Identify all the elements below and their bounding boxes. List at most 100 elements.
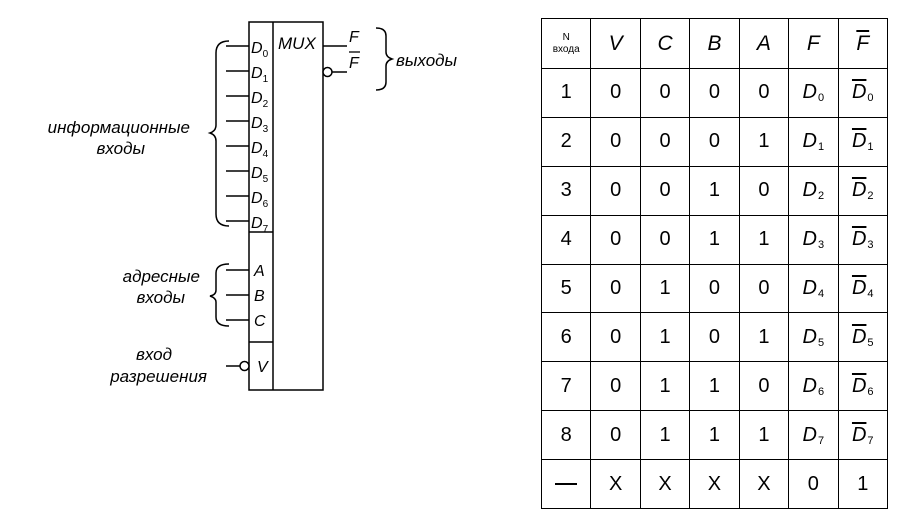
cell-f-inv: D1 [837,116,889,167]
outputs-brace [375,27,395,91]
label-d0: D0 [251,40,269,60]
cell-f-inv: D7 [837,410,889,461]
cell-v: 0 [590,263,641,314]
cell-c: 0 [639,165,691,216]
cell-c: 0 [639,214,691,265]
label-d5: D5 [251,165,269,185]
cell-input-number: 8 [540,410,592,461]
cell-a: 0 [738,68,790,118]
cell-a: 1 [738,214,790,265]
cell-b: 1 [689,410,740,461]
label-d0-letter: D [251,40,263,57]
cell-b: 1 [689,165,740,216]
cell-a: 1 [738,410,790,461]
dash-mark [555,483,578,486]
cell-b: 0 [689,116,740,167]
cell-c: 1 [639,263,691,314]
label-d2: D2 [251,90,269,110]
mux-block [248,21,324,391]
header-f: F [788,18,839,69]
label-v: V [257,359,269,376]
cell-c: X [639,459,691,510]
cell-f: D4 [788,263,839,314]
label-a: A [253,263,265,280]
cell-a: 1 [738,116,790,167]
info-inputs-brace [207,40,230,227]
label-b: B [254,288,265,305]
cell-v: 0 [590,116,641,167]
label-f-inv: F [349,55,360,72]
cell-c: 0 [639,116,691,167]
cell-input-number: 4 [540,214,592,265]
enable-label-1: вход [136,345,172,364]
cell-f-inv: D2 [837,165,889,216]
cell-input-number: 5 [540,263,592,314]
cell-v: 0 [590,312,641,363]
cell-f: D2 [788,165,839,216]
cell-f-inv: D3 [837,214,889,265]
cell-v: X [590,459,641,510]
label-d1: D1 [251,65,269,85]
addr-inputs-label-2: входы [136,288,185,307]
cell-f: D6 [788,361,839,412]
info-inputs-label-2: входы [96,139,145,158]
cell-dash [540,459,592,510]
header-v: V [590,18,641,69]
cell-v: 0 [590,361,641,412]
info-inputs-label-1: информационные [48,118,190,137]
cell-input-number: 2 [540,116,592,167]
cell-f: D3 [788,214,839,265]
cell-a: X [738,459,790,510]
cell-b: 0 [689,263,740,314]
address-inputs-brace [209,263,230,327]
cell-input-number: 3 [540,165,592,216]
cell-a: 0 [738,165,790,216]
cell-f: D0 [788,68,839,118]
cell-c: 0 [639,68,691,118]
label-f: F [349,29,360,46]
addr-inputs-label-1: адресные [123,267,200,286]
cell-v: 0 [590,410,641,461]
header-a: A [738,18,790,69]
cell-c: 1 [639,361,691,412]
cell-f-inv: D6 [837,361,889,412]
cell-v: 0 [590,214,641,265]
outputs-label: выходы [396,51,458,70]
cell-a: 1 [738,312,790,363]
cell-fn: 1 [837,459,889,510]
label-c: C [254,313,266,330]
enable-inversion-bubble [239,360,250,372]
cell-input-number: 6 [540,312,592,363]
cell-b: 1 [689,214,740,265]
cell-b: 0 [689,68,740,118]
cell-c: 1 [639,312,691,363]
cell-v: 0 [590,165,641,216]
cell-b: 1 [689,361,740,412]
cell-v: 0 [590,68,641,118]
cell-f-inv: D4 [837,263,889,314]
block-title: MUX [278,34,316,53]
enable-label-2: разрешения [109,367,207,386]
label-d3: D3 [251,115,269,135]
label-d6: D6 [251,190,269,210]
cell-f: D5 [788,312,839,363]
cell-f-inv: D5 [837,312,889,363]
header-b: B [689,18,740,69]
cell-f: D1 [788,116,839,167]
cell-f: D7 [788,410,839,461]
header-f-inv: F [837,18,889,69]
header-c: C [639,18,691,69]
cell-f: 0 [788,459,839,510]
label-d7: D7 [251,215,269,235]
